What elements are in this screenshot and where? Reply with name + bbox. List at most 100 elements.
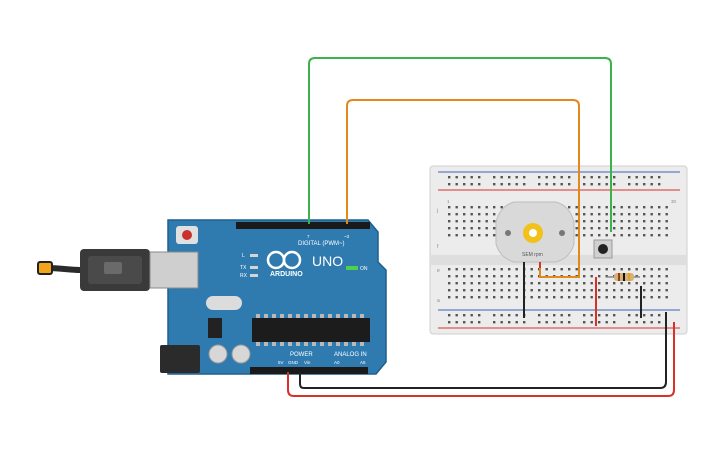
breadboard-hole[interactable] [620,289,623,292]
breadboard-hole[interactable] [635,275,638,278]
breadboard-hole[interactable] [463,321,466,324]
breadboard-hole[interactable] [598,206,601,209]
breadboard-hole[interactable] [583,220,586,223]
breadboard-hole[interactable] [478,206,481,209]
breadboard-hole[interactable] [568,183,571,186]
breadboard-hole[interactable] [478,227,481,230]
breadboard-hole[interactable] [583,289,586,292]
breadboard-hole[interactable] [553,176,556,179]
breadboard-hole[interactable] [485,296,488,299]
breadboard-hole[interactable] [650,314,653,317]
breadboard-hole[interactable] [613,227,616,230]
breadboard-hole[interactable] [530,296,533,299]
breadboard-hole[interactable] [605,176,608,179]
breadboard-hole[interactable] [665,275,668,278]
breadboard-hole[interactable] [485,213,488,216]
breadboard-hole[interactable] [493,183,496,186]
breadboard-hole[interactable] [485,268,488,271]
breadboard-hole[interactable] [485,220,488,223]
breadboard-hole[interactable] [643,183,646,186]
breadboard-hole[interactable] [620,268,623,271]
breadboard-hole[interactable] [665,220,668,223]
breadboard-hole[interactable] [658,183,661,186]
breadboard-hole[interactable] [500,183,503,186]
breadboard-hole[interactable] [500,282,503,285]
breadboard-hole[interactable] [613,206,616,209]
breadboard-hole[interactable] [493,220,496,223]
breadboard-hole[interactable] [448,213,451,216]
breadboard-hole[interactable] [508,296,511,299]
breadboard-hole[interactable] [508,321,511,324]
breadboard-hole[interactable] [620,296,623,299]
breadboard-hole[interactable] [500,268,503,271]
breadboard-hole[interactable] [553,321,556,324]
breadboard-hole[interactable] [605,213,608,216]
breadboard-hole[interactable] [493,296,496,299]
breadboard-hole[interactable] [628,176,631,179]
breadboard-hole[interactable] [493,314,496,317]
breadboard-hole[interactable] [448,268,451,271]
breadboard-hole[interactable] [605,220,608,223]
breadboard-hole[interactable] [650,275,653,278]
breadboard-hole[interactable] [448,234,451,237]
breadboard-hole[interactable] [590,289,593,292]
breadboard-hole[interactable] [598,213,601,216]
breadboard-hole[interactable] [605,314,608,317]
breadboard-hole[interactable] [590,275,593,278]
breadboard-hole[interactable] [583,314,586,317]
breadboard-hole[interactable] [515,321,518,324]
breadboard-hole[interactable] [470,296,473,299]
breadboard-hole[interactable] [455,213,458,216]
breadboard-hole[interactable] [545,176,548,179]
breadboard-hole[interactable] [470,213,473,216]
breadboard-hole[interactable] [620,213,623,216]
breadboard-holes[interactable] [448,176,668,324]
breadboard-hole[interactable] [485,275,488,278]
breadboard-hole[interactable] [500,321,503,324]
breadboard-hole[interactable] [590,268,593,271]
breadboard-hole[interactable] [508,268,511,271]
breadboard-hole[interactable] [560,268,563,271]
breadboard-hole[interactable] [583,213,586,216]
breadboard-hole[interactable] [478,321,481,324]
breadboard-hole[interactable] [560,314,563,317]
breadboard-hole[interactable] [665,282,668,285]
breadboard-hole[interactable] [455,227,458,230]
breadboard-hole[interactable] [665,268,668,271]
breadboard-hole[interactable] [553,296,556,299]
breadboard-hole[interactable] [470,227,473,230]
breadboard-hole[interactable] [643,227,646,230]
breadboard-hole[interactable] [605,206,608,209]
breadboard-hole[interactable] [493,213,496,216]
breadboard-hole[interactable] [635,206,638,209]
breadboard-hole[interactable] [448,227,451,230]
breadboard-hole[interactable] [635,268,638,271]
breadboard-hole[interactable] [493,268,496,271]
breadboard-hole[interactable] [500,296,503,299]
breadboard-hole[interactable] [553,183,556,186]
breadboard-hole[interactable] [493,282,496,285]
breadboard-hole[interactable] [448,296,451,299]
breadboard-hole[interactable] [635,234,638,237]
breadboard-hole[interactable] [515,314,518,317]
breadboard-hole[interactable] [470,321,473,324]
wire-green[interactable] [308,57,612,232]
breadboard-hole[interactable] [628,282,631,285]
breadboard-hole[interactable] [665,296,668,299]
breadboard-hole[interactable] [598,183,601,186]
breadboard-hole[interactable] [478,289,481,292]
breadboard-hole[interactable] [598,314,601,317]
breadboard-hole[interactable] [530,289,533,292]
breadboard-hole[interactable] [658,314,661,317]
breadboard-hole[interactable] [583,206,586,209]
breadboard-hole[interactable] [598,282,601,285]
breadboard-hole[interactable] [448,282,451,285]
breadboard-hole[interactable] [568,321,571,324]
dc-motor[interactable]: SEM rpm [495,201,575,268]
breadboard-hole[interactable] [650,234,653,237]
breadboard-hole[interactable] [553,282,556,285]
breadboard-hole[interactable] [545,321,548,324]
breadboard-hole[interactable] [658,206,661,209]
breadboard-hole[interactable] [568,296,571,299]
breadboard-hole[interactable] [455,296,458,299]
